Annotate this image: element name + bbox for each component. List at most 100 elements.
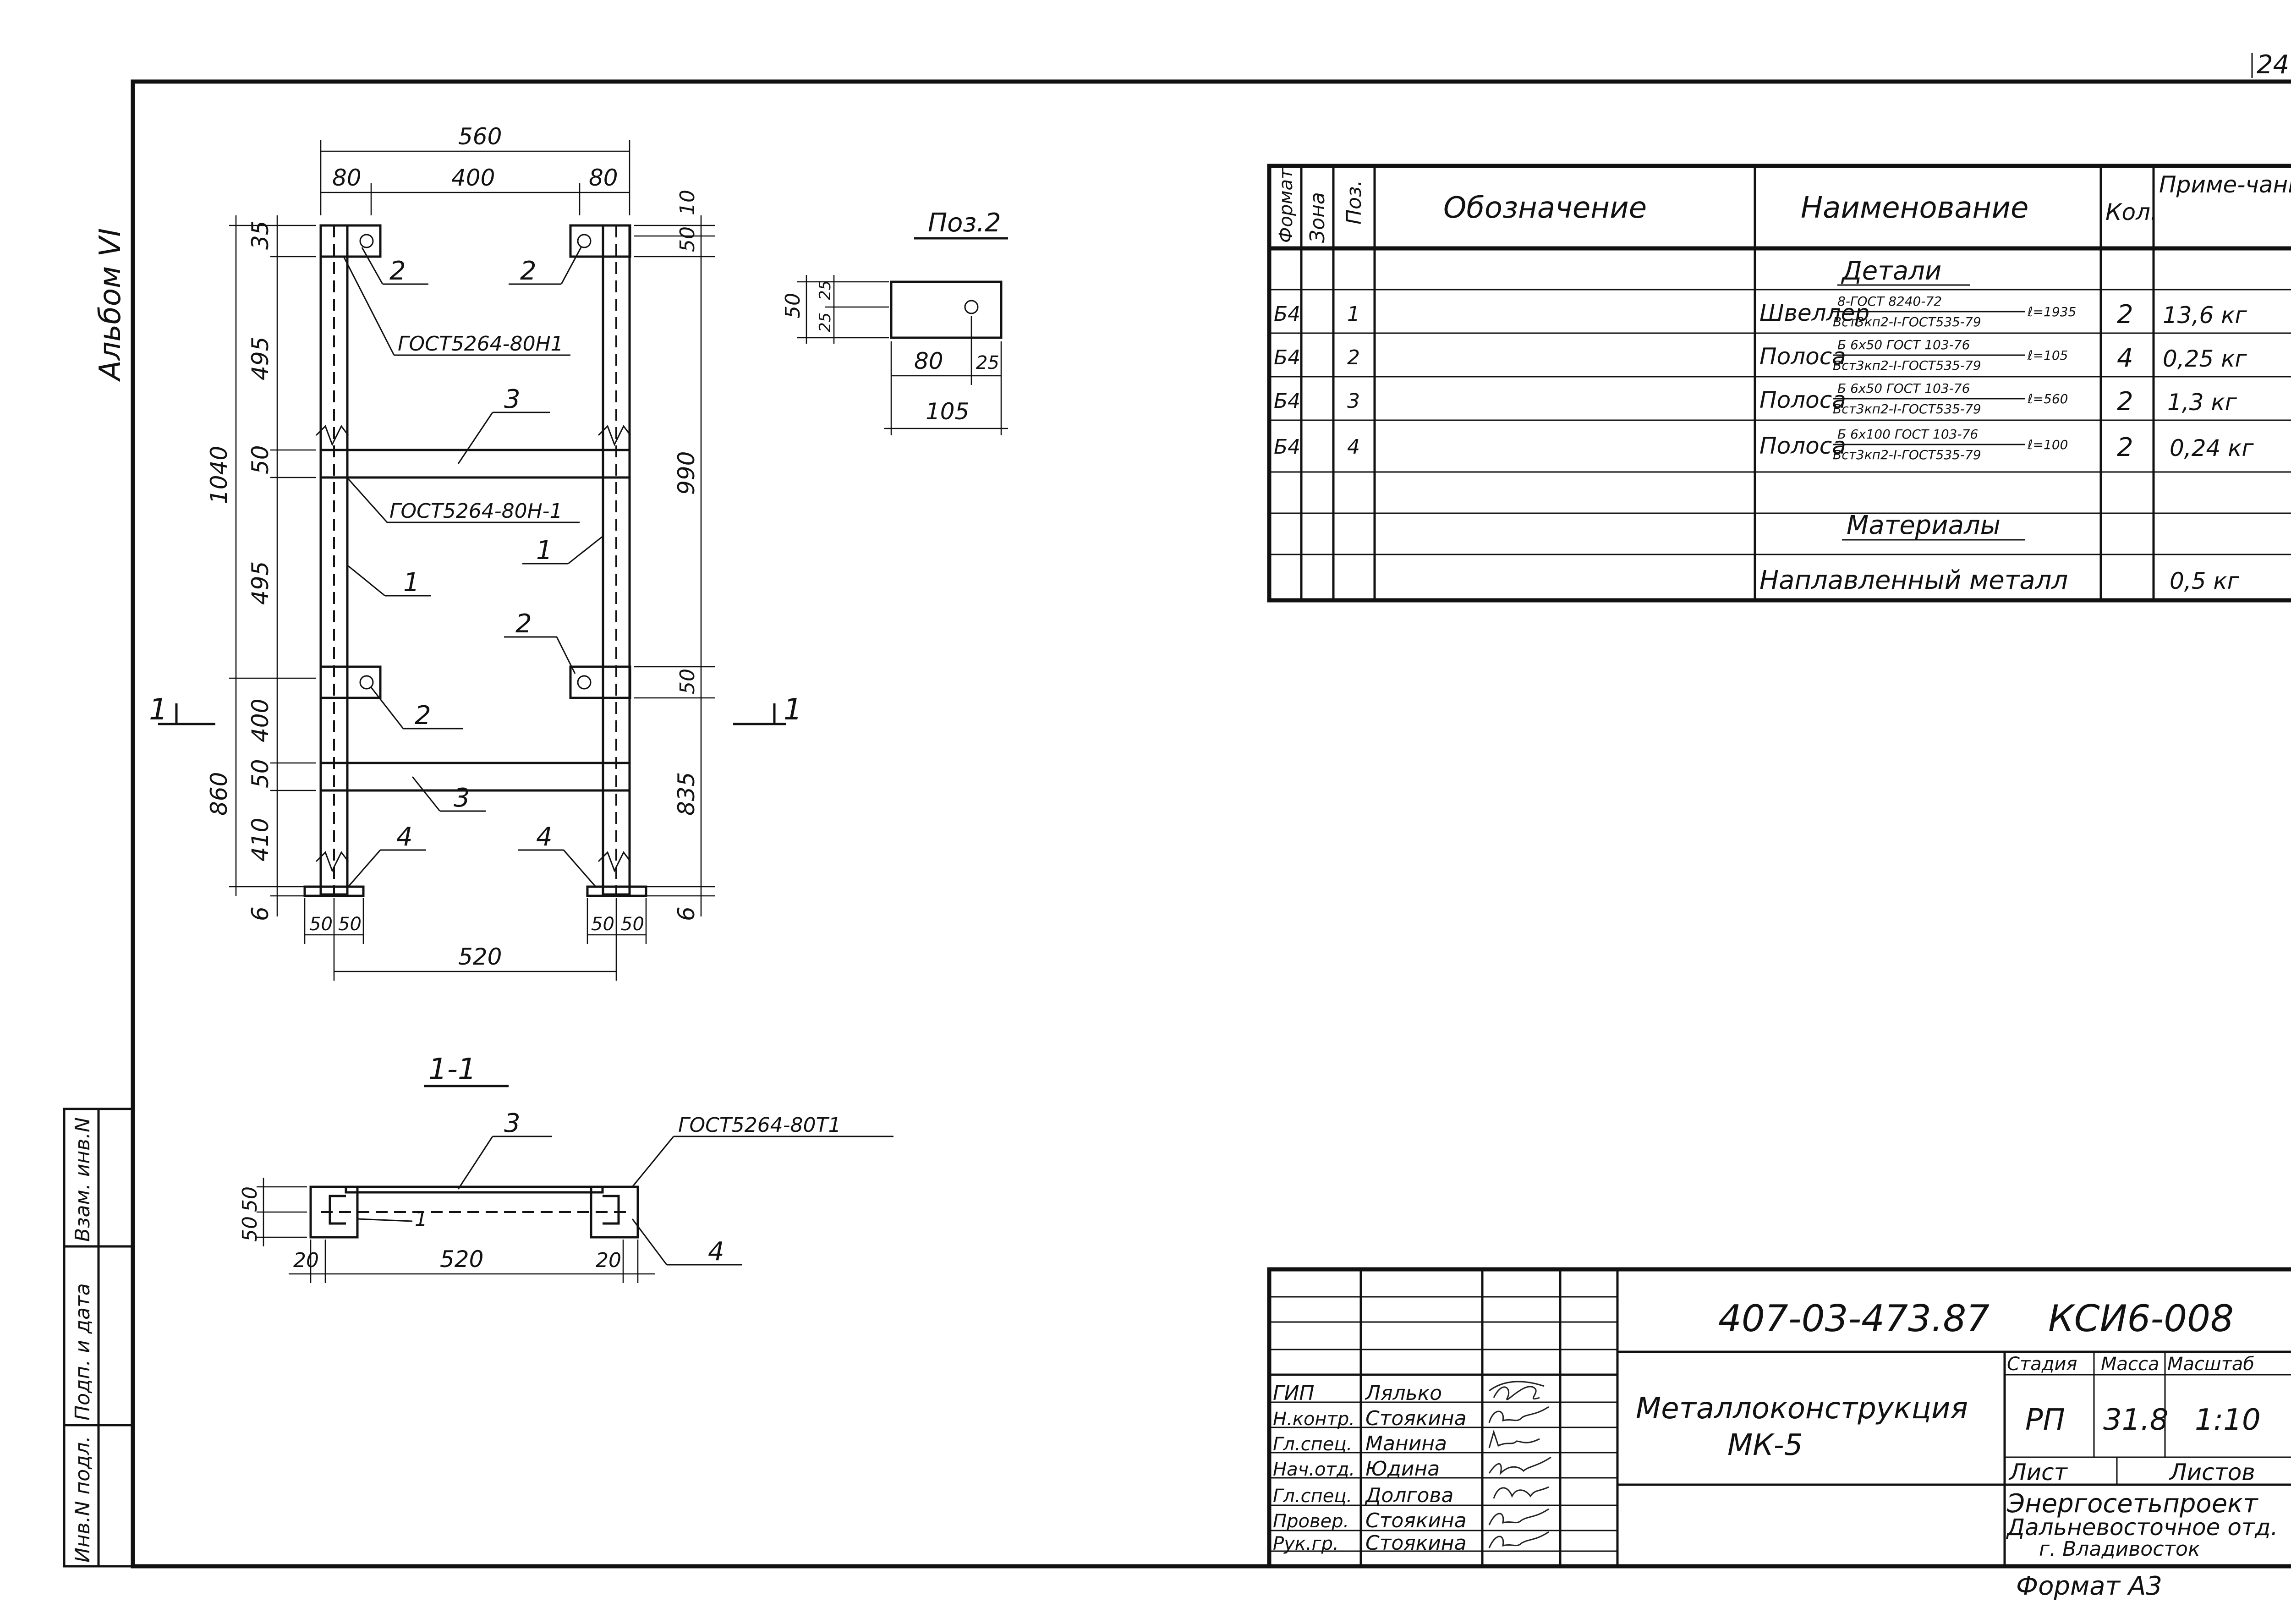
dim-left-50-b: 50 <box>247 759 274 788</box>
base-plate-right <box>586 885 647 897</box>
callout-2-top-left: 2 <box>389 256 406 286</box>
spec-row4-format: Б4 <box>1274 435 1300 459</box>
pos2-dim-25-c: 25 <box>976 352 999 373</box>
side-stamp-sign: Подп. и дата <box>71 1283 94 1421</box>
section-dim-50-a: 50 <box>238 1186 262 1212</box>
plate-top-right <box>569 224 631 258</box>
spec-row3-pos: 3 <box>1347 390 1360 413</box>
org-line1: Энергосетьпроект <box>2006 1489 2258 1519</box>
pos2-plate <box>890 280 1003 339</box>
dim-left-860: 860 <box>206 772 232 816</box>
callout-3-lower: 3 <box>454 783 470 813</box>
spec-header-note: Приме-чание <box>2159 171 2291 198</box>
spec-row2-pos: 2 <box>1347 346 1360 369</box>
org-line2: Дальневосточное отд. <box>2006 1514 2278 1541</box>
dim-right-6: 6 <box>673 906 700 921</box>
spec-row3-top: Б 6х50 ГОСТ 103-76 <box>1837 381 1970 396</box>
people-name-5: Долгова <box>1365 1484 1453 1507</box>
dim-top-80-right: 80 <box>589 165 618 191</box>
dim-bottom-520: 520 <box>458 944 502 970</box>
dim-top-80-left: 80 <box>332 165 362 191</box>
signature-1 <box>1489 1381 1545 1400</box>
scale-value: 1:10 <box>2195 1403 2261 1437</box>
spec-row3-len: ℓ=560 <box>2027 391 2068 406</box>
spec-row2-qty: 4 <box>2117 343 2133 373</box>
section-mark-left: 1 <box>149 693 168 727</box>
scale-label: Масштаб <box>2167 1354 2254 1375</box>
dim-left-50-a: 50 <box>247 445 274 474</box>
dim-right-835: 835 <box>673 772 700 816</box>
format-label: Формат А3 <box>2016 1571 2162 1601</box>
pos2-dim-50: 50 <box>781 293 805 318</box>
org-line3: г. Владивосток <box>2039 1537 2200 1561</box>
strip-lower <box>319 762 631 792</box>
spec-section-materials: Материалы <box>1847 510 2001 540</box>
people-name-3: Манина <box>1365 1432 1447 1455</box>
dim-top-400: 400 <box>451 165 495 191</box>
spec-row1-note: 13,6 кг <box>2163 302 2247 329</box>
side-stamp: Инв.N подл. Подп. и дата Взам. инв.N <box>63 1108 134 1568</box>
stage-value: РП <box>2025 1403 2065 1437</box>
people-role-4: Нач.отд. <box>1273 1459 1355 1480</box>
doc-number: 407-03-473.87 <box>1718 1297 1990 1340</box>
spec-header-name: Наименование <box>1801 191 2028 225</box>
dim-top-560: 560 <box>458 123 502 150</box>
callout-1-left: 1 <box>403 568 420 598</box>
weld-note-1: ГОСТ5264-80Н1 <box>398 332 564 356</box>
dim-right-50-b: 50 <box>676 669 699 694</box>
strip-upper <box>319 449 631 479</box>
callout-4-left: 4 <box>396 822 413 852</box>
people-name-6: Стоякина <box>1365 1509 1467 1532</box>
section-weld-note: ГОСТ5264-80Т1 <box>678 1114 841 1137</box>
plate-mid-left <box>319 665 382 699</box>
dim-bottom-50-a: 50 <box>309 914 333 935</box>
stage-label: Стадия <box>2007 1354 2077 1375</box>
spec-row3-format: Б4 <box>1274 390 1300 413</box>
people-name-7: Стоякина <box>1365 1531 1467 1555</box>
signature-6 <box>1488 1508 1549 1525</box>
spec-row3-name: Полоса <box>1759 387 1846 413</box>
sheet-label: Лист <box>2008 1459 2068 1486</box>
signature-3 <box>1488 1429 1540 1448</box>
pos2-title: Поз.2 <box>928 208 1001 238</box>
people-role-6: Провер. <box>1273 1511 1349 1532</box>
callout-2-mid-left: 2 <box>415 701 431 730</box>
people-role-3: Гл.спец. <box>1273 1434 1352 1455</box>
dim-left-1040: 1040 <box>206 446 232 504</box>
pos2-dim-25-a: 25 <box>816 280 834 300</box>
mass-label: Масса <box>2101 1354 2159 1375</box>
people-role-1: ГИП <box>1273 1382 1315 1405</box>
section-dim-20-b: 20 <box>596 1249 621 1272</box>
spec-row1-format: Б4 <box>1274 302 1300 326</box>
spec-header-format: Формат <box>1276 168 1297 243</box>
elevation-view: 560 80 400 80 35 495 1040 50 495 400 860… <box>149 123 802 981</box>
section-1-1: 1-1 3 1 4 ГОСТ5264-80Т1 50 50 20 520 20 <box>238 1053 893 1283</box>
spec-material-name: Наплавленный металл <box>1759 565 2068 595</box>
spec-row1-qty: 2 <box>2117 300 2133 329</box>
people-name-1: Лялько <box>1365 1382 1442 1405</box>
spec-row1-top: 8-ГОСТ 8240-72 <box>1837 294 1942 309</box>
spec-row4-name: Полоса <box>1759 433 1846 459</box>
people-role-7: Рук.гр. <box>1273 1533 1339 1554</box>
section-callout-4: 4 <box>708 1237 724 1267</box>
spec-table: Формат Зона Поз. Обозначение Наименовани… <box>1267 164 2291 603</box>
callout-2-top-right: 2 <box>520 256 537 286</box>
spec-row3-bottom: Вст3кп2-I-ГОСТ535-79 <box>1833 401 1981 417</box>
dim-left-35: 35 <box>247 220 274 250</box>
section-title: 1-1 <box>428 1053 477 1086</box>
spec-row2-top: Б 6х50 ГОСТ 103-76 <box>1837 337 1970 352</box>
spec-section-details: Детали <box>1841 256 1941 286</box>
dim-right-990: 990 <box>673 451 700 495</box>
section-dim-20-a: 20 <box>293 1249 319 1272</box>
section-dim-50-b: 50 <box>238 1216 262 1242</box>
pos2-dim-25-b: 25 <box>816 313 834 332</box>
sheet-number: 24 <box>2257 50 2289 80</box>
callout-1-right: 1 <box>536 536 553 565</box>
spec-row4-bottom: Вст3кп2-I-ГОСТ535-79 <box>1833 447 1981 462</box>
plate-top-left <box>319 224 382 258</box>
spec-header-zone: Зона <box>1306 192 1329 243</box>
callout-4-right: 4 <box>536 822 553 852</box>
spec-header-designation: Обозначение <box>1443 191 1647 225</box>
people-role-2: Н.контр. <box>1273 1409 1355 1430</box>
